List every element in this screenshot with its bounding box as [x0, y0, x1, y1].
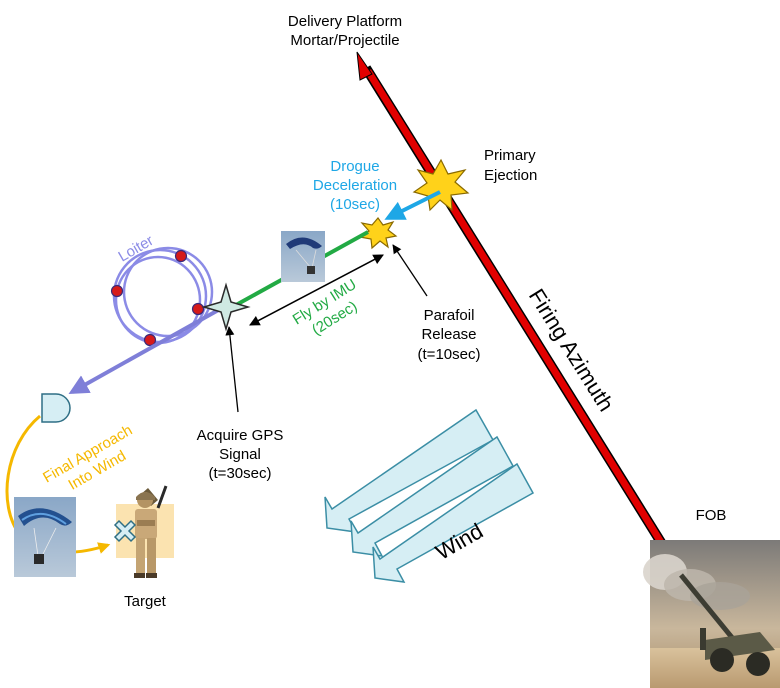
drogue-arrow [384, 190, 441, 220]
loiter-waypoint [191, 302, 205, 316]
acquire-gps-label: Acquire GPS [197, 427, 284, 444]
gps-acquire-star-icon [201, 282, 251, 332]
parafoil-release-label: Parafoil [424, 307, 475, 324]
delivery-platform-label: Delivery Platform [288, 13, 402, 30]
target-marker-icon [113, 519, 137, 543]
target-soldier-image [116, 485, 174, 578]
parafoil-photo-inflight [281, 231, 325, 282]
approach-waypoint-icon [41, 393, 71, 423]
release-time-label: (t=10sec) [418, 346, 481, 363]
primary-ejection-burst-icon [412, 158, 470, 212]
loiter-waypoint [110, 284, 124, 298]
fob-label: FOB [696, 507, 727, 524]
loiter-waypoint [143, 333, 157, 347]
gps-time-label: (t=30sec) [209, 465, 272, 482]
imu-duration-arrow [249, 254, 384, 326]
primary-ejection-label: Primary [484, 147, 536, 164]
wind-arrow [372, 462, 535, 583]
firing-azimuth-line [356, 51, 677, 563]
primary-ejection-label-2: Ejection [484, 167, 537, 184]
approach-path-arrow [68, 306, 223, 394]
drogue-time-label: (10sec) [330, 196, 380, 213]
signal-label: Signal [219, 446, 261, 463]
drogue-label: Drogue [330, 158, 379, 175]
release-label: Release [421, 326, 476, 343]
parafoil-release-burst-icon [358, 217, 398, 250]
wind-arrows [324, 408, 535, 583]
mortar-projectile-label: Mortar/Projectile [290, 32, 399, 49]
wind-arrow [350, 435, 515, 557]
deceleration-label: Deceleration [313, 177, 397, 194]
target-label: Target [124, 593, 167, 610]
wind-arrow [324, 408, 495, 533]
release-callout-line [392, 244, 428, 297]
parafoil-photo-final [14, 497, 76, 577]
gps-callout-line [225, 326, 239, 413]
loiter-orbit [110, 246, 214, 347]
fob-howitzer-photo [643, 540, 780, 688]
loiter-waypoint [174, 249, 188, 263]
